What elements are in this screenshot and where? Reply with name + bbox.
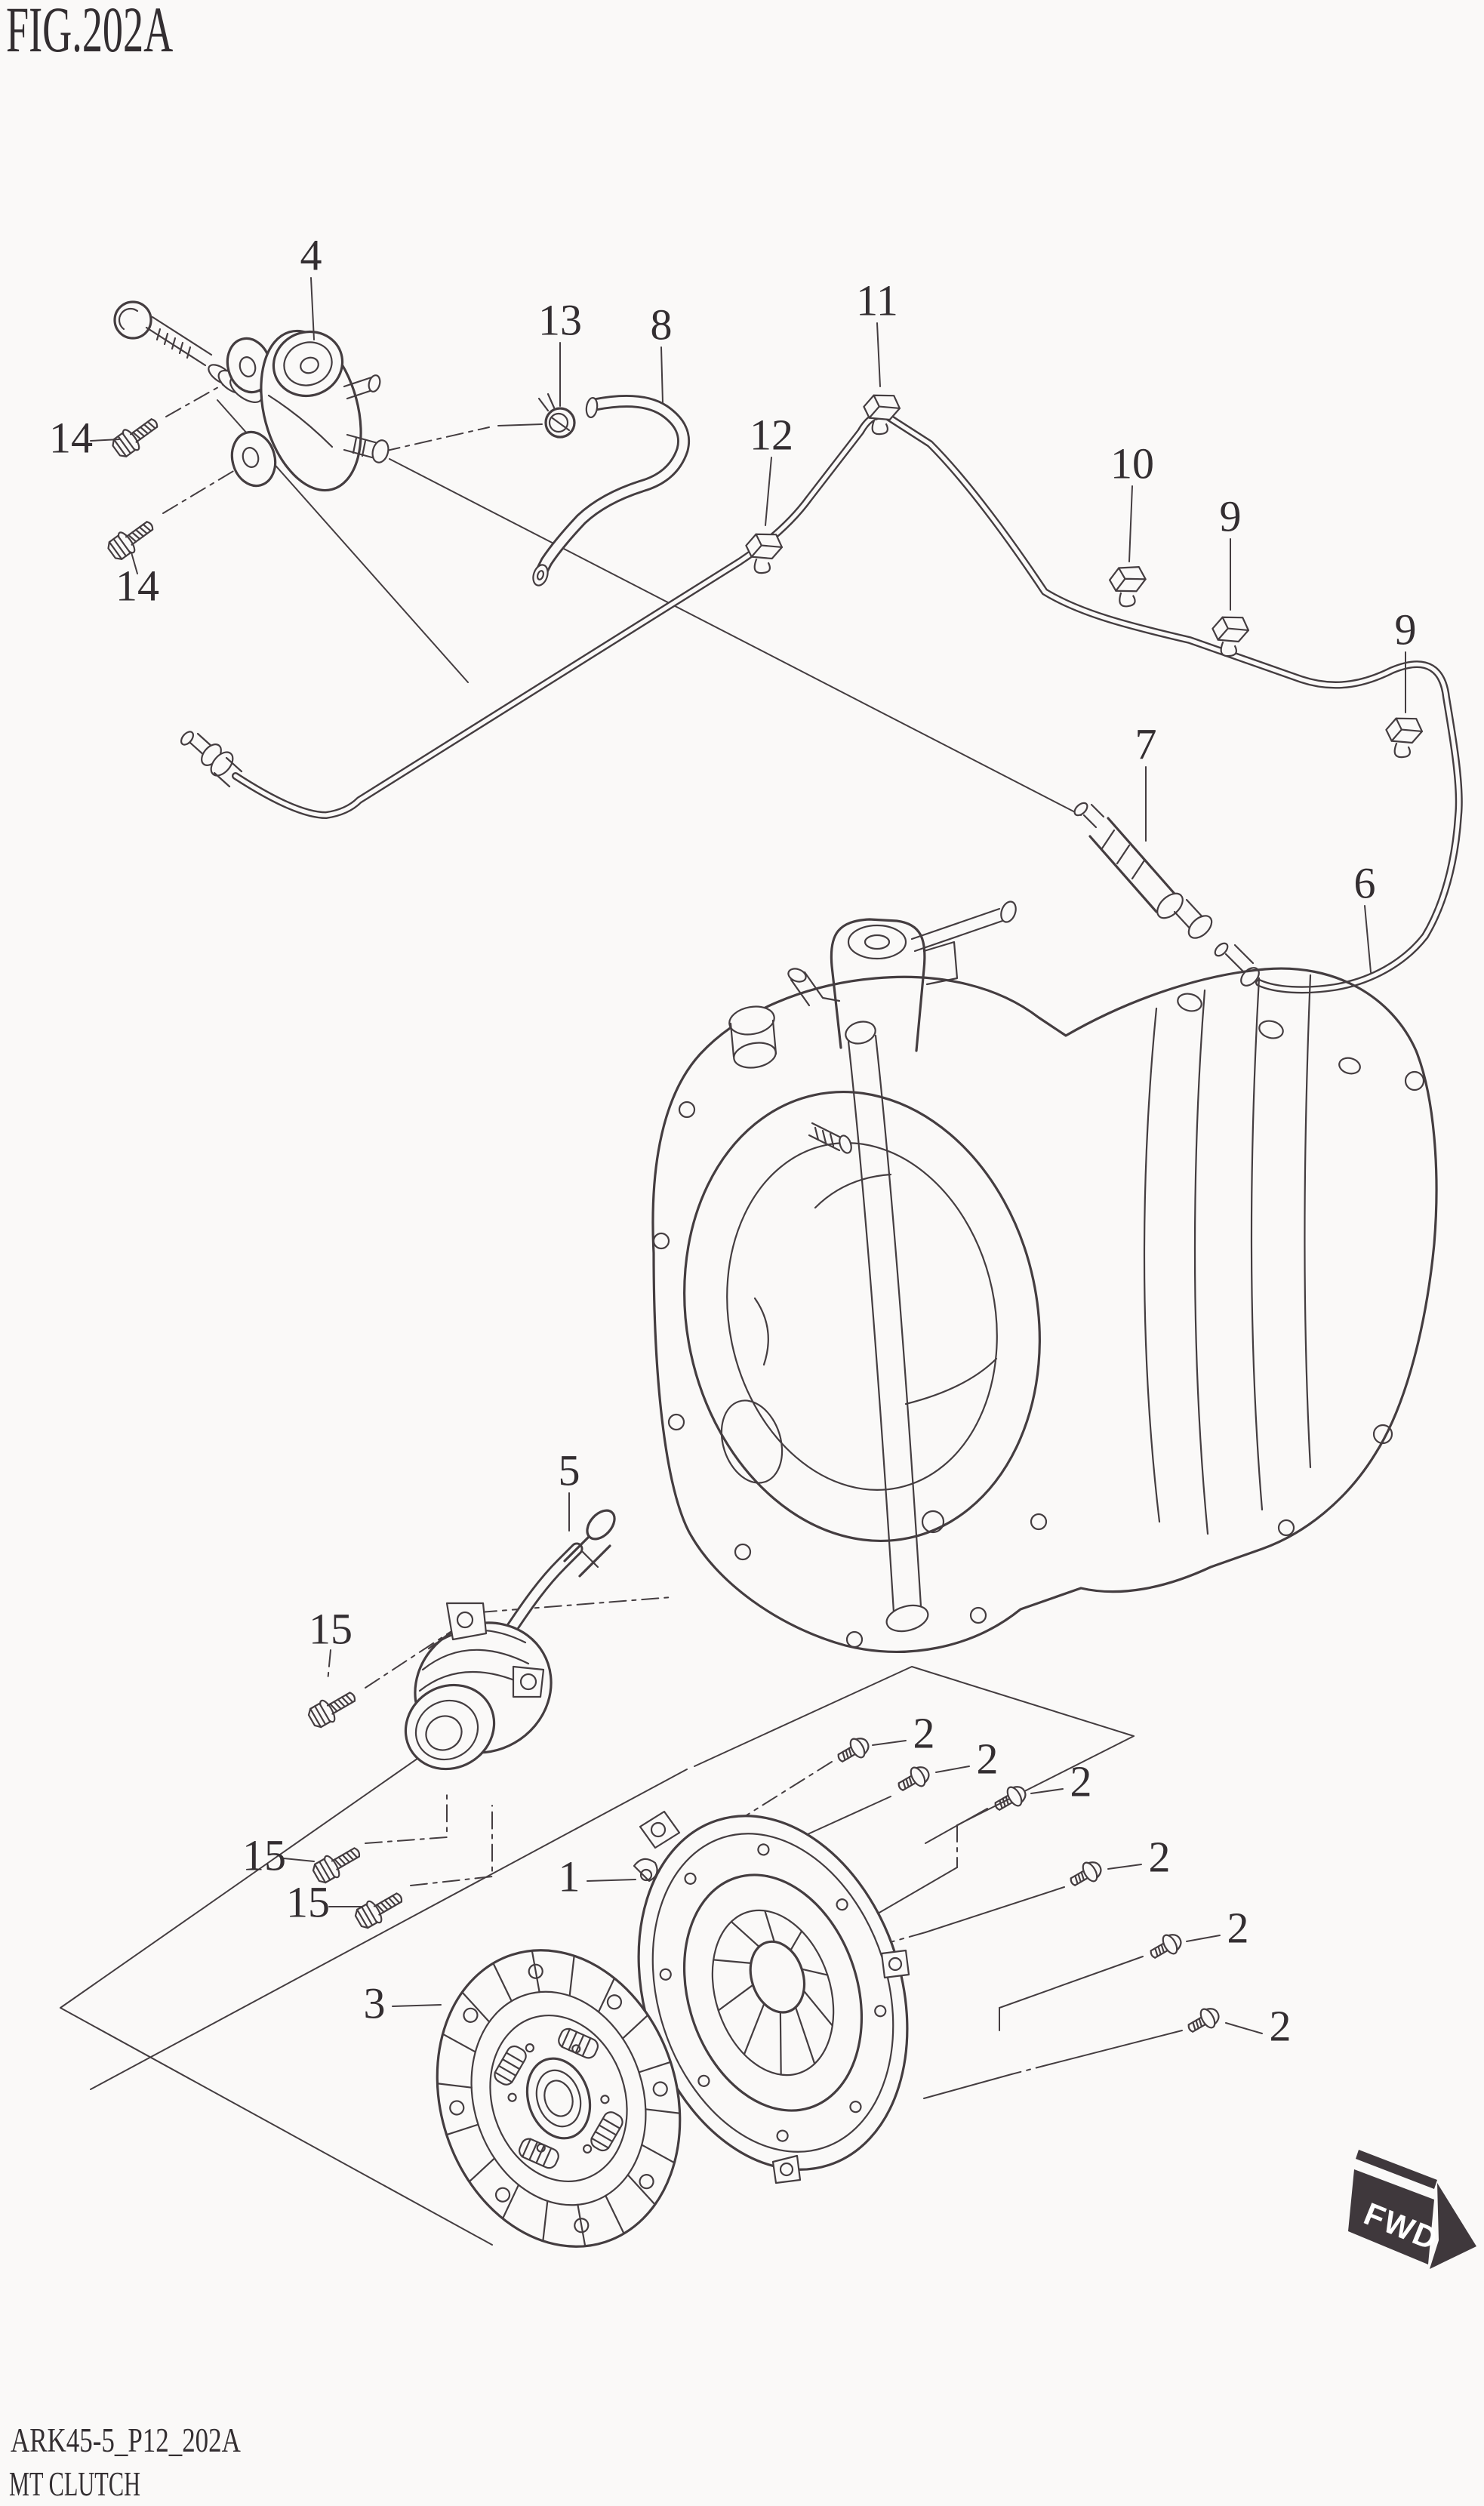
pipe-clip-12 <box>743 528 787 577</box>
callout-14b: 14 <box>115 561 159 610</box>
callout-9a: 9 <box>1220 491 1242 540</box>
footer-block: ARK45-5_P12_202A MT CLUTCH <box>9 2421 241 2503</box>
bolt-2-2 <box>893 1761 934 1797</box>
callout-5: 5 <box>559 1445 580 1495</box>
bolt-2-5 <box>1145 1929 1186 1965</box>
pipe-clip-11 <box>861 389 905 438</box>
callout-15c: 15 <box>286 1877 330 1926</box>
callout-2-5: 2 <box>1227 1903 1249 1952</box>
callout-leaders <box>90 277 1406 2034</box>
pipe-clip-10 <box>1106 561 1153 611</box>
callout-14a: 14 <box>49 413 93 462</box>
callout-11: 11 <box>856 276 898 325</box>
callout-1: 1 <box>559 1852 580 1901</box>
callout-3: 3 <box>364 1978 386 2027</box>
hose-clamp <box>537 393 576 439</box>
callout-7: 7 <box>1135 719 1157 768</box>
fwd-badge-top-face <box>1356 2150 1437 2189</box>
callout-13: 13 <box>538 295 582 344</box>
callout-9b: 9 <box>1395 605 1417 654</box>
callout-10: 10 <box>1110 439 1154 488</box>
callout-4: 4 <box>300 230 322 279</box>
callout-labels: 4 13 8 11 12 10 9 9 7 6 14 14 5 15 15 15… <box>49 230 1417 2050</box>
bolt-2-1 <box>833 1732 873 1769</box>
clutch-master-cylinder <box>113 300 389 492</box>
bolt-14-a <box>108 411 164 461</box>
clutch-disc <box>436 1949 682 2248</box>
callout-2-3: 2 <box>1070 1756 1092 1806</box>
callout-15a: 15 <box>309 1604 353 1653</box>
callout-2-1: 2 <box>913 1708 935 1757</box>
fwd-badge-plate <box>1348 2169 1434 2264</box>
clutch-pipe <box>180 411 1463 994</box>
callout-2-4: 2 <box>1149 1832 1171 1881</box>
bolt-15-a <box>304 1684 361 1732</box>
clutch-release-cylinder <box>404 1509 616 1771</box>
fwd-badge: FWD <box>1348 2150 1476 2269</box>
construction-lines <box>60 377 1183 2246</box>
title-block: FIG.202A <box>6 0 173 66</box>
fwd-arrowhead-icon <box>1430 2183 1476 2269</box>
pipe-joint <box>1073 802 1213 939</box>
callout-6: 6 <box>1354 858 1376 907</box>
bolt-2-6 <box>1183 2003 1224 2039</box>
callout-2-2: 2 <box>977 1734 999 1783</box>
bolt-2-4 <box>1065 1856 1106 1892</box>
drawing-title: MT CLUTCH <box>9 2465 140 2504</box>
callout-15b: 15 <box>242 1830 286 1880</box>
pipe-clip-9b <box>1383 713 1427 761</box>
callout-8: 8 <box>651 300 673 349</box>
bolt-2-3 <box>990 1781 1030 1817</box>
figure-title: FIG.202A <box>6 0 173 66</box>
transmission-housing <box>651 900 1438 1653</box>
callout-12: 12 <box>750 410 793 459</box>
callout-2-6: 2 <box>1270 2001 1292 2050</box>
clutch-hose <box>532 395 691 586</box>
drawing-code: ARK45-5_P12_202A <box>11 2421 241 2459</box>
